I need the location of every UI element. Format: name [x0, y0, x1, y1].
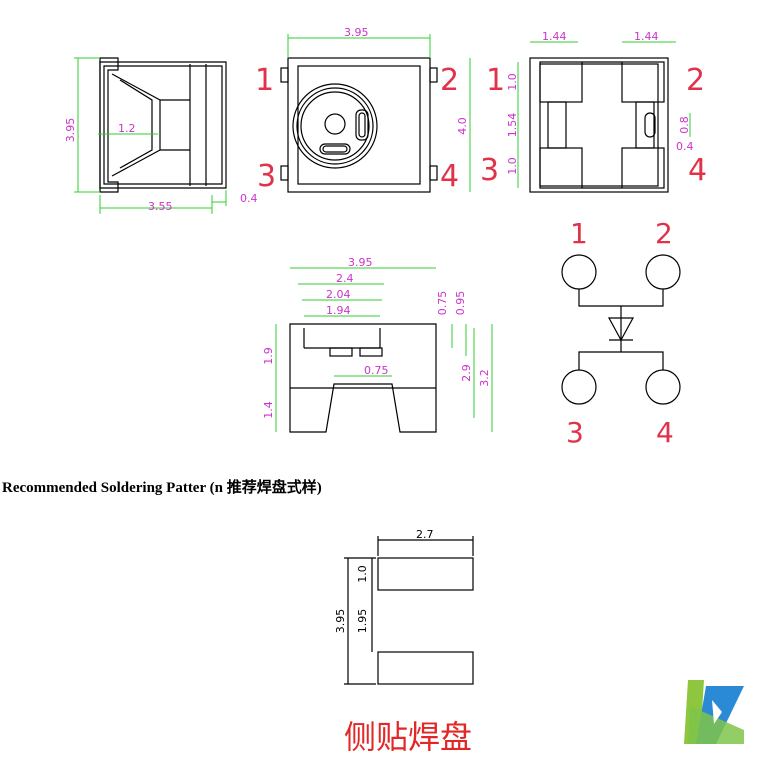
bottom-pin-4: 4	[688, 153, 707, 188]
front-w4-dim: 1.94	[326, 304, 351, 317]
front-w-dim: 3.95	[348, 256, 373, 269]
sch-pin-3: 3	[566, 416, 584, 449]
front-h6-dim: 3.2	[478, 369, 491, 387]
front-w2-dim: 2.4	[336, 272, 354, 285]
schematic: 1 2 3 4	[561, 217, 681, 449]
front-h5-dim: 2.9	[460, 364, 473, 382]
bottom-w2-dim: 1.44	[634, 30, 659, 43]
pattern-caption: 侧贴焊盘	[344, 718, 472, 756]
top-pin-2: 2	[440, 63, 459, 98]
top-pin-3: 3	[257, 159, 276, 194]
pattern-total-dim: 3.95	[334, 609, 347, 634]
front-view: 3.95 2.4 2.04 1.94 0.75 0.95 1.9 1.4 2.9…	[262, 256, 493, 433]
pattern-length-dim: 2.7	[416, 528, 434, 541]
brand-logo	[684, 680, 744, 744]
top-pin-1: 1	[255, 63, 274, 98]
top-width-dim: 3.95	[344, 26, 369, 39]
bottom-h2-dim: 1.54	[506, 113, 519, 138]
bottom-w1-dim: 1.44	[542, 30, 567, 43]
bottom-view: 1.44 1.44 1.0 1.54 1.0 0.8 0.4 1 2 3 4	[480, 30, 707, 193]
soldering-pattern: 2.7 1.0 1.95 3.95	[334, 528, 474, 685]
sch-pin-4: 4	[656, 416, 674, 449]
top-height-dim: 4.0	[456, 117, 469, 135]
side-inner-dim: 1.2	[118, 122, 136, 135]
bottom-pin-3: 3	[480, 153, 499, 188]
front-h2-dim: 0.95	[454, 291, 467, 316]
bottom-slot-w-dim: 0.4	[676, 140, 694, 153]
pattern-gap-dim: 1.95	[356, 609, 369, 634]
top-view: 3.95 4.0 1 2 3 4	[255, 26, 471, 194]
sch-pin-1: 1	[570, 217, 588, 250]
bottom-h1-dim: 1.0	[506, 73, 519, 91]
pattern-pad-h-dim: 1.0	[356, 565, 369, 583]
side-gap-dim: 0.4	[240, 192, 258, 205]
front-w3-dim: 2.04	[326, 288, 351, 301]
bottom-h3-dim: 1.0	[506, 157, 519, 175]
bottom-slot-h-dim: 0.8	[678, 116, 691, 134]
sch-pin-2: 2	[655, 217, 673, 250]
front-h4-dim: 1.4	[262, 401, 275, 419]
front-h1-dim: 0.75	[436, 291, 449, 316]
bottom-pin-1: 1	[486, 63, 505, 98]
side-length-dim: 3.55	[148, 200, 173, 213]
front-h3-dim: 1.9	[262, 347, 275, 365]
side-view: 3.95 1.2 3.55 0.4	[64, 57, 258, 214]
soldering-heading: Recommended Soldering Patter (n 推荐焊盘式样)	[2, 478, 322, 496]
side-width-dim: 3.95	[64, 118, 77, 143]
front-pad-dim: 0.75	[364, 364, 389, 377]
top-pin-4: 4	[440, 159, 459, 194]
bottom-pin-2: 2	[686, 63, 705, 98]
